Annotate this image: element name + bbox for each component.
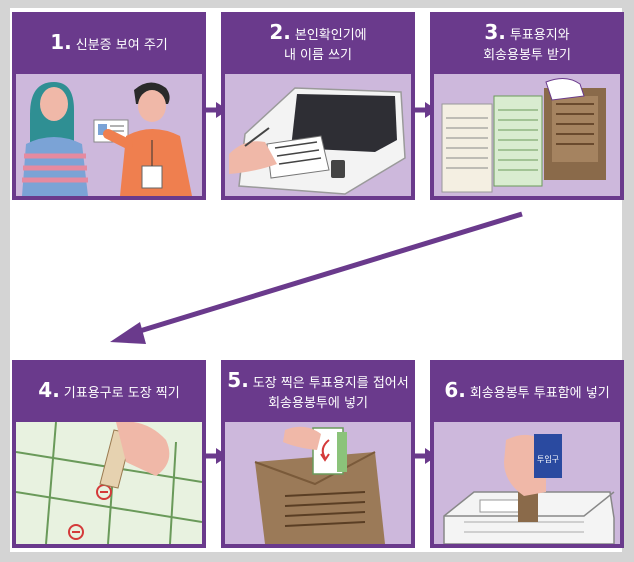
step-title: 기표용구로 도장 찍기 (63, 386, 180, 401)
step-number: 3. (484, 20, 506, 44)
step-3-header: 3.투표용지와 회송용봉투 받기 (430, 12, 624, 76)
step-title-line2: 내 이름 쓰기 (283, 48, 353, 63)
arrow-down-left-icon (110, 211, 523, 344)
voting-steps-diagram: 1.신분증 보여 주기 (10, 8, 624, 552)
step-title: 신분증 보여 주기 (75, 38, 168, 53)
step-title-line2: 회송용봉투에 넣기 (268, 396, 368, 411)
step-6-illustration: 투입구 (434, 422, 620, 544)
step-number: 4. (38, 378, 60, 402)
step-card-6: 6.회송용봉투 투표함에 넣기 투입구 (430, 360, 624, 548)
step-5-header: 5.도장 찍은 투표용지를 접어서 회송용봉투에 넣기 (221, 360, 415, 424)
step-card-5: 5.도장 찍은 투표용지를 접어서 회송용봉투에 넣기 (221, 360, 415, 548)
step-1-header: 1.신분증 보여 주기 (12, 12, 206, 76)
step-number: 2. (269, 20, 291, 44)
step-title: 투표용지와 (509, 28, 570, 43)
step-number: 1. (50, 30, 72, 54)
step-1-illustration (16, 74, 202, 196)
step-title-line2: 회송용봉투 받기 (483, 48, 571, 63)
ballot-box-tag: 투입구 (537, 455, 559, 464)
step-card-2: 2.본인확인기에 내 이름 쓰기 (221, 12, 415, 200)
step-2-header: 2.본인확인기에 내 이름 쓰기 (221, 12, 415, 76)
step-2-illustration (225, 74, 411, 196)
step-title: 회송용봉투 투표함에 넣기 (469, 386, 610, 401)
step-3-illustration (434, 74, 620, 196)
step-card-1: 1.신분증 보여 주기 (12, 12, 206, 200)
step-5-illustration (225, 422, 411, 544)
step-card-4: 4.기표용구로 도장 찍기 (12, 360, 206, 548)
step-title: 본인확인기에 (294, 28, 367, 43)
step-number: 6. (444, 378, 466, 402)
step-4-header: 4.기표용구로 도장 찍기 (12, 360, 206, 424)
step-6-header: 6.회송용봉투 투표함에 넣기 (430, 360, 624, 424)
step-title: 도장 찍은 투표용지를 접어서 (252, 376, 409, 391)
step-card-3: 3.투표용지와 회송용봉투 받기 (430, 12, 624, 200)
step-number: 5. (227, 368, 249, 392)
step-4-illustration (16, 422, 202, 544)
